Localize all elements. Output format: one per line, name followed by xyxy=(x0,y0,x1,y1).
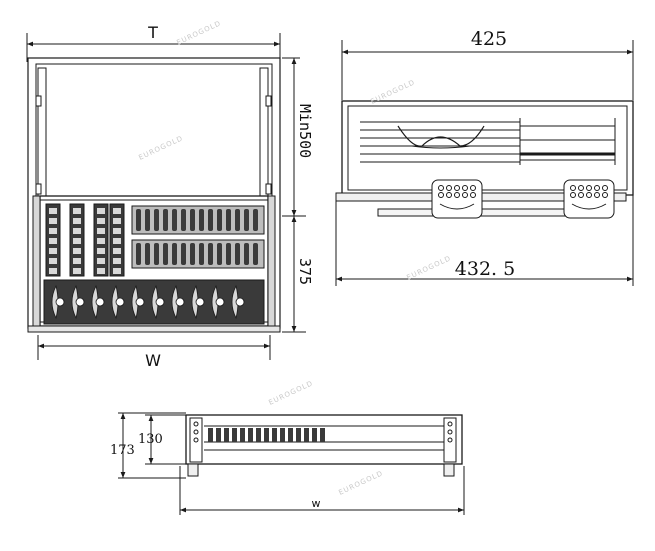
watermark: EUROGOLD xyxy=(267,379,314,407)
bottom-slat xyxy=(240,428,245,442)
bowl-holder xyxy=(91,284,99,320)
dim-width-bottom xyxy=(37,335,271,360)
right-rail xyxy=(259,67,272,197)
bottom-slat xyxy=(216,428,221,442)
bowl-curve xyxy=(397,125,485,147)
dish-tine xyxy=(235,243,240,265)
dish-tine xyxy=(217,243,222,265)
clip-front xyxy=(431,179,483,219)
bottom-slat xyxy=(248,428,253,442)
dish-tine xyxy=(235,209,240,231)
dish-tine xyxy=(154,209,159,231)
dim-height-lower xyxy=(282,216,306,333)
dish-tine xyxy=(190,209,195,231)
bottom-slat xyxy=(232,428,237,442)
dim-depth-bottom xyxy=(335,195,634,286)
bottom-feet-left xyxy=(187,463,199,477)
dish-rack-right xyxy=(131,205,265,269)
bottom-slat xyxy=(208,428,213,442)
dish-tine xyxy=(181,243,186,265)
bowl-holder xyxy=(151,284,159,320)
left-rail xyxy=(35,67,47,197)
label-depth-top: 425 xyxy=(471,28,507,50)
dish-tine xyxy=(145,209,150,231)
dish-tine xyxy=(226,209,231,231)
plate-slot xyxy=(93,203,109,277)
watermark: EUROGOLD xyxy=(175,19,222,47)
side-slats xyxy=(360,118,616,165)
label-width-top: T xyxy=(147,23,158,42)
label-width-bottom: W xyxy=(145,351,161,370)
dim-depth-top xyxy=(341,40,634,100)
bowl-holder xyxy=(51,284,59,320)
label-width-w: w xyxy=(312,497,321,510)
bottom-slat xyxy=(264,428,269,442)
bowl-holder xyxy=(131,284,139,320)
label-depth-bottom: 432. 5 xyxy=(455,258,515,280)
dish-tine xyxy=(136,243,141,265)
bottom-slat xyxy=(280,428,285,442)
dish-tine xyxy=(253,209,258,231)
dim-width-w xyxy=(179,466,465,515)
label-height-lower: 375 xyxy=(296,258,314,285)
plate-slot xyxy=(109,203,125,277)
bottom-view xyxy=(118,412,465,515)
bottom-slat xyxy=(296,428,301,442)
dish-tine xyxy=(226,243,231,265)
label-height-upper: Min500 xyxy=(296,104,314,158)
bottom-slat xyxy=(304,428,309,442)
dish-tine xyxy=(181,209,186,231)
bottom-slat xyxy=(272,428,277,442)
bottom-slat xyxy=(312,428,317,442)
watermark: EUROGOLD xyxy=(405,254,452,282)
dish-tine xyxy=(154,243,159,265)
bottom-slat xyxy=(320,428,325,442)
dim-height-outer xyxy=(118,412,186,479)
bowl-holder xyxy=(71,284,79,320)
dish-tine xyxy=(136,209,141,231)
plate-slot xyxy=(45,203,61,277)
watermark: EUROGOLD xyxy=(337,469,384,497)
plate-rack-left xyxy=(45,203,125,277)
bottom-slat xyxy=(224,428,229,442)
watermark: EUROGOLD xyxy=(137,134,184,162)
bottom-feet-right xyxy=(443,463,455,477)
dim-height-inner xyxy=(145,414,186,465)
dish-tine xyxy=(172,209,177,231)
dish-tine xyxy=(208,243,213,265)
bowl-holder xyxy=(211,284,219,320)
clip-rear xyxy=(563,179,615,219)
dish-tine xyxy=(190,243,195,265)
bowl-holder xyxy=(171,284,179,320)
watermark: EUROGOLD xyxy=(369,78,416,106)
bowl-holder xyxy=(231,284,239,320)
bottom-slat xyxy=(256,428,261,442)
bottom-frame xyxy=(185,414,463,465)
plate-slot xyxy=(69,203,85,277)
dish-tine xyxy=(145,243,150,265)
dish-tine xyxy=(253,243,258,265)
dish-tine xyxy=(244,209,249,231)
dish-tine xyxy=(172,243,177,265)
bowl-holder xyxy=(191,284,199,320)
dish-tine xyxy=(199,209,204,231)
bowl-holder-row xyxy=(43,279,265,325)
dish-tine xyxy=(163,243,168,265)
dish-tine xyxy=(199,243,204,265)
dish-tine xyxy=(244,243,249,265)
bowl-holder xyxy=(111,284,119,320)
bottom-slat xyxy=(288,428,293,442)
dish-tine xyxy=(163,209,168,231)
dish-tine xyxy=(217,209,222,231)
label-height-inner: 130 xyxy=(138,432,163,447)
dim-width-top xyxy=(26,33,281,62)
label-height-outer: 173 xyxy=(110,443,135,458)
side-view xyxy=(335,40,634,286)
dish-tine xyxy=(208,209,213,231)
base-plate xyxy=(27,325,281,333)
bottom-slats xyxy=(208,428,325,442)
front-view xyxy=(26,33,306,360)
